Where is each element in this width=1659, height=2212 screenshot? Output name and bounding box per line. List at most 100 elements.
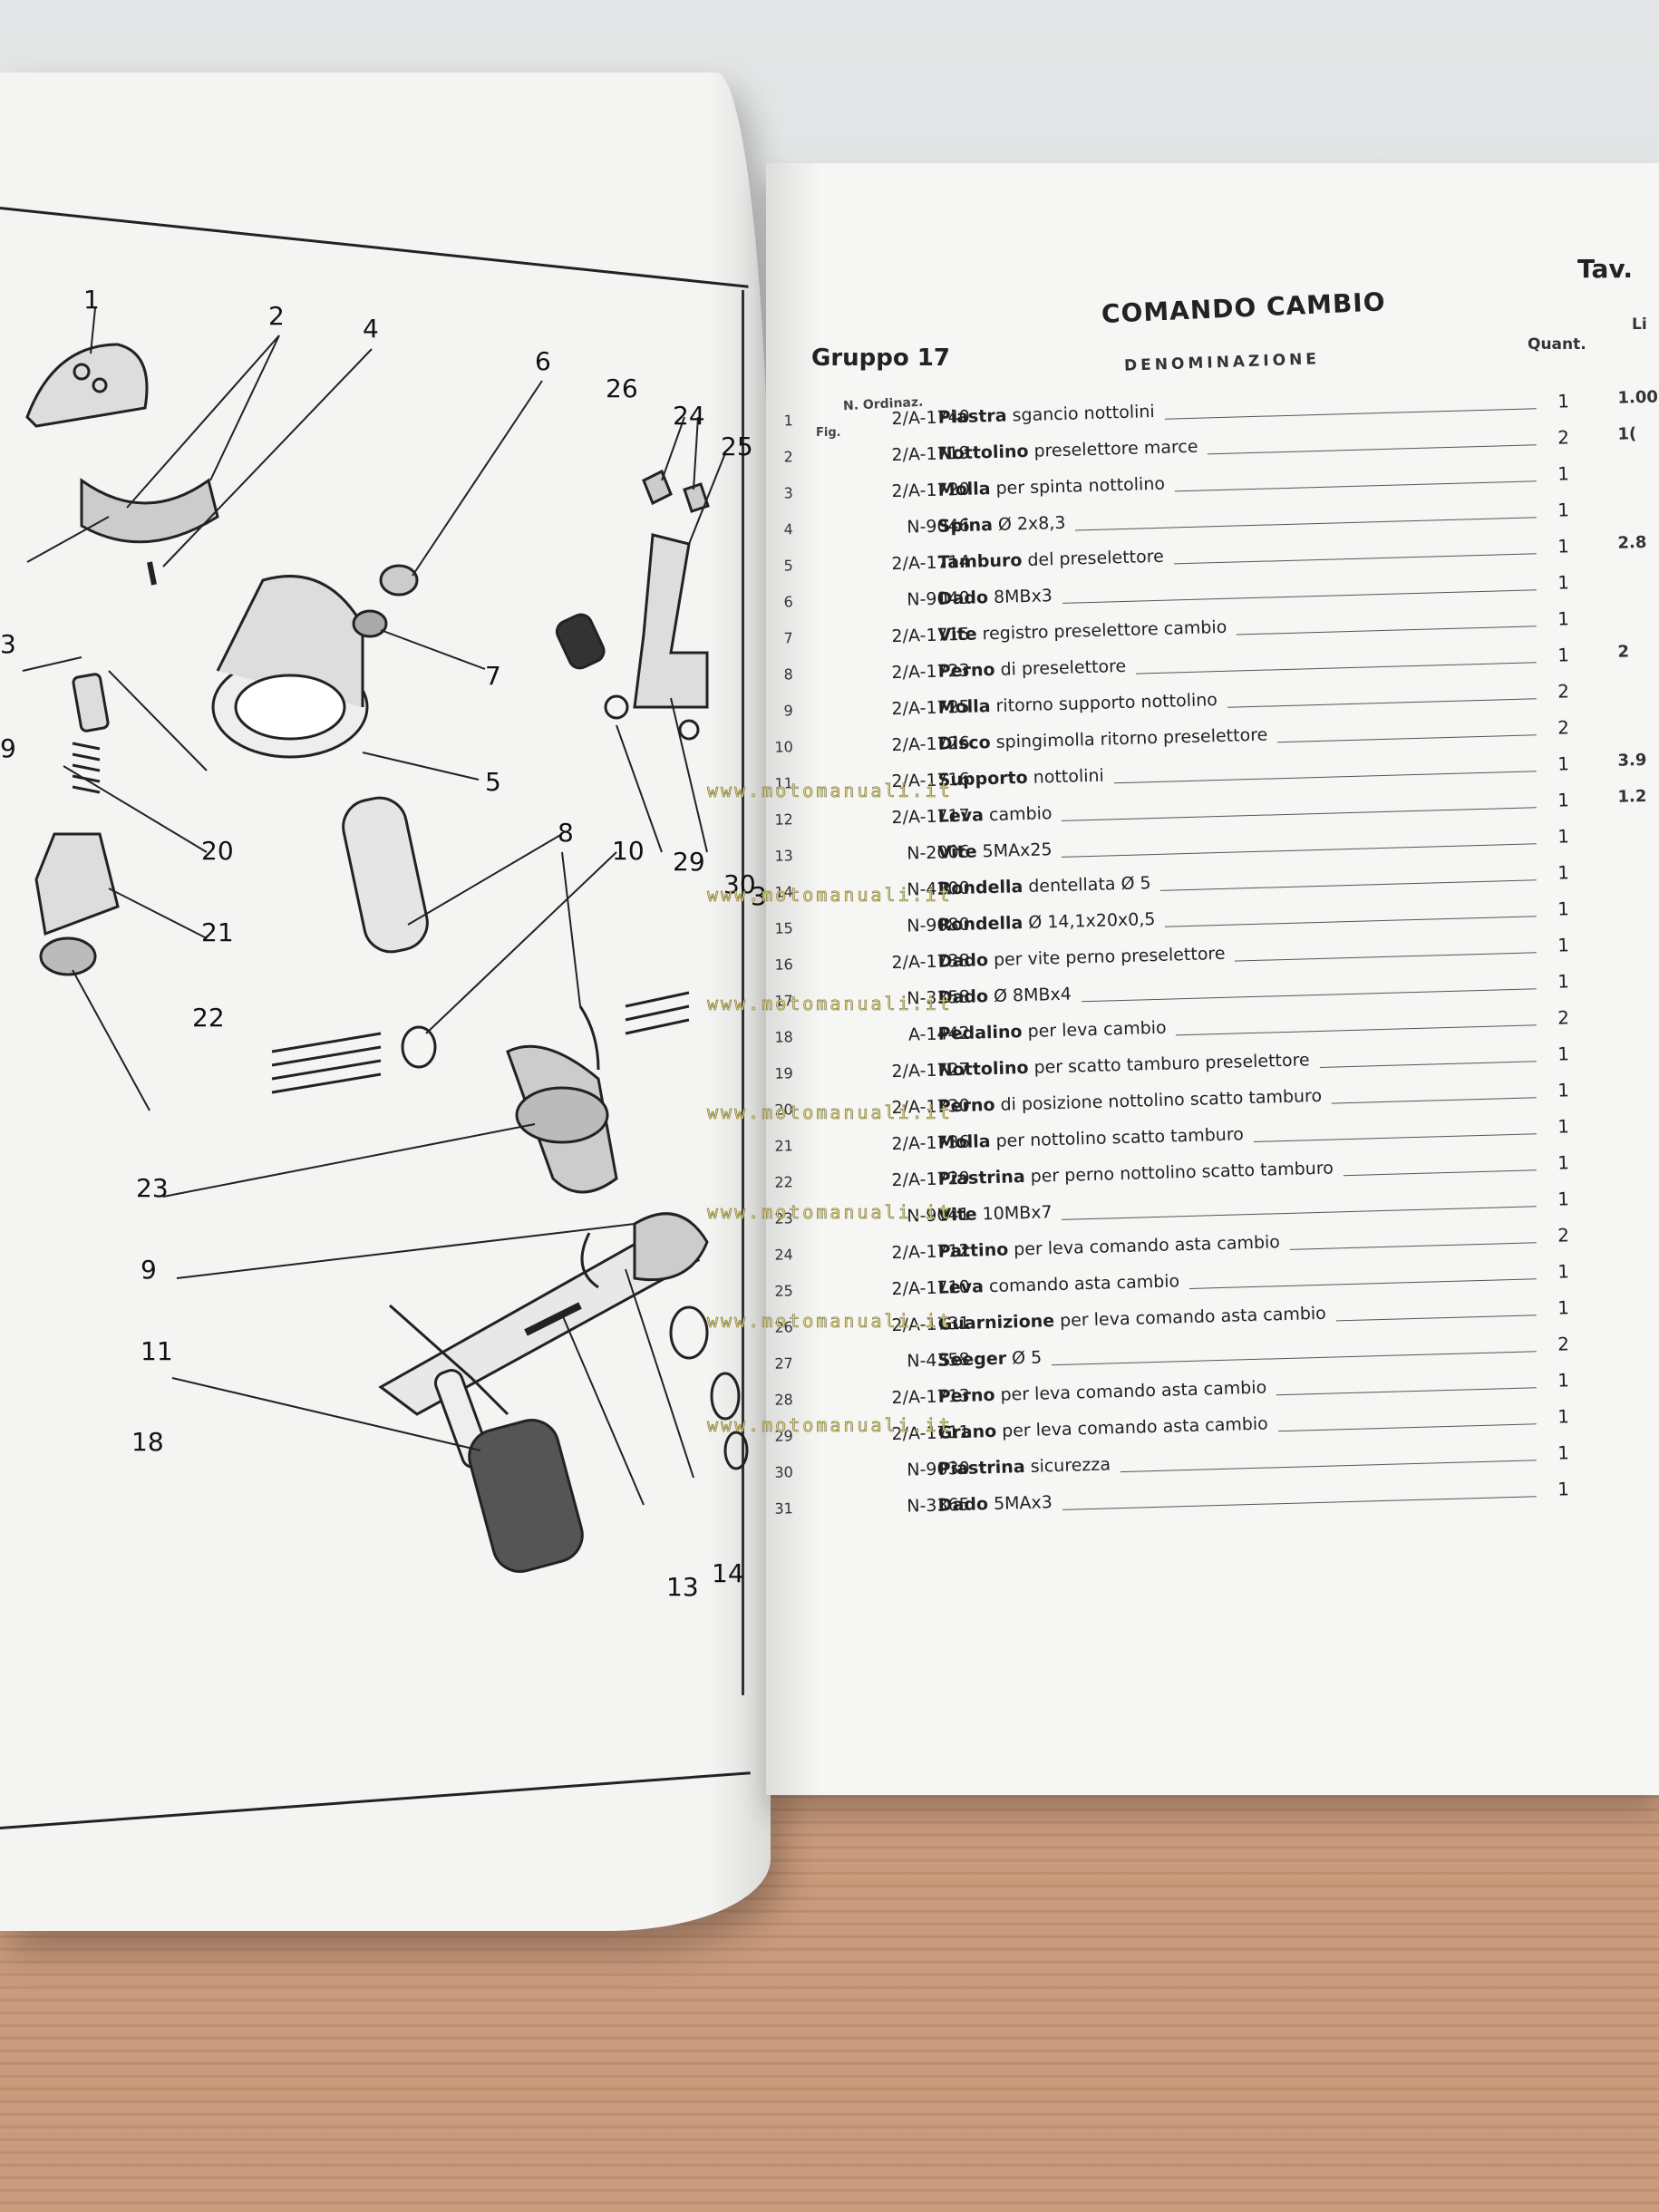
callout-21: 21 (201, 917, 234, 947)
row-part-name: Dado (937, 1494, 989, 1516)
row-part-name: Piastrina (937, 1167, 1025, 1189)
row-description: Rondella dentellata Ø 5 (937, 873, 1150, 899)
row-part-detail: Ø 2x8,3 (992, 512, 1066, 536)
row-quantity: 1 (1557, 1369, 1570, 1392)
row-part-name: Molla (937, 1131, 991, 1153)
row-fig: 6 (783, 593, 794, 611)
column-header-fig: Fig. (816, 426, 841, 440)
row-quantity: 2 (1557, 1224, 1570, 1247)
row-part-name: Nottolino (937, 1057, 1029, 1081)
row-part-name: Leva (937, 1276, 985, 1298)
row-part-detail: per spinta nottolino (990, 473, 1166, 500)
row-part-name: Disco (937, 732, 991, 754)
row-quantity: 1 (1557, 571, 1570, 594)
callout-6: 6 (535, 346, 551, 376)
row-quantity: 1 (1557, 390, 1570, 412)
row-leader-line (1164, 407, 1537, 420)
watermark-text: www.motomanuali.it (707, 884, 953, 907)
row-quantity: 1 (1557, 1296, 1570, 1319)
row-description: Spina Ø 2x8,3 (937, 513, 1065, 537)
row-leader-line (1062, 842, 1537, 858)
row-quantity: 1 (1557, 752, 1570, 775)
row-description: Rondella Ø 14,1x20x0,5 (937, 909, 1155, 936)
row-part-name: Nottolino (937, 441, 1029, 464)
left-page-diagram: 1 2 3 4 5 6 7 8 9 10 11 13 14 18 20 21 2… (0, 73, 771, 1931)
row-fig: 27 (774, 1354, 794, 1373)
row-part-detail: per perno nottolino scatto tamburo (1024, 1158, 1334, 1188)
row-quantity: 1 (1557, 1115, 1570, 1138)
callout-2: 2 (268, 301, 285, 331)
row-fig: 1 (783, 412, 794, 430)
row-quantity: 1 (1557, 934, 1570, 956)
row-leader-line (1176, 1024, 1537, 1036)
watermark-text: www.motomanuali.it (707, 993, 953, 1015)
row-quantity: 1 (1557, 1188, 1570, 1210)
callout-13: 13 (666, 1572, 699, 1602)
row-description: Piastrina per perno nottolino scatto tam… (937, 1159, 1334, 1189)
row-fig: 30 (774, 1463, 794, 1481)
row-description: Leva comando asta cambio (937, 1271, 1179, 1297)
row-part-detail: sicurezza (1024, 1454, 1111, 1478)
watermark-text: www.motomanuali.it (707, 1414, 953, 1437)
row-fig: 10 (774, 738, 794, 756)
row-part-name: Rondella (937, 913, 1024, 936)
row-description: Perno di preselettore (937, 656, 1126, 682)
watermark-text: www.motomanuali.it (707, 780, 953, 802)
row-leader-line (1062, 806, 1537, 821)
row-part-detail: registro preselettore cambio (976, 616, 1227, 645)
row-part-detail: nottolini (1027, 765, 1105, 788)
row-quantity: 1 (1557, 1478, 1570, 1500)
row-quantity: 1 (1557, 897, 1570, 920)
row-description: Perno di posizione nottolino scatto tamb… (937, 1086, 1322, 1117)
page-gutter-shadow (707, 73, 771, 1931)
row-fig: 24 (774, 1246, 794, 1264)
callout-26: 26 (606, 374, 638, 403)
row-quantity: 2 (1557, 1006, 1570, 1029)
row-quantity: 2 (1557, 426, 1570, 449)
row-fig: 25 (774, 1282, 794, 1300)
row-quantity: 1 (1557, 1043, 1570, 1065)
row-fig: 7 (783, 629, 794, 647)
row-quantity: 2 (1557, 716, 1570, 739)
row-fig: 8 (783, 665, 794, 684)
row-description: Pedalino per leva cambio (937, 1018, 1166, 1044)
row-fig: 3 (783, 484, 794, 502)
group-label: Gruppo 17 (811, 344, 950, 372)
callout-18: 18 (131, 1427, 164, 1457)
column-header-lire: Li (1632, 315, 1647, 334)
row-quantity: 1 (1557, 861, 1570, 884)
row-description: Molla ritorno supporto nottolino (937, 690, 1218, 718)
row-fig: 13 (774, 847, 794, 865)
row-description: Disco spingimolla ritorno preselettore (937, 725, 1267, 754)
row-leader-line (1113, 770, 1537, 784)
row-description: Leva cambio (937, 803, 1052, 827)
callout-3: 3 (0, 629, 16, 659)
row-part-detail: del preselettore (1022, 546, 1165, 571)
row-description: Perno per leva comando asta cambio (937, 1378, 1266, 1407)
row-description: Tamburo del preselettore (937, 547, 1164, 573)
row-part-name: Vite (937, 841, 977, 863)
row-description: Vite 5MAx25 (937, 839, 1052, 863)
tav-label: Tav. (1577, 254, 1633, 284)
row-part-detail: spingimolla ritorno preselettore (990, 724, 1268, 753)
row-fig: 2 (783, 448, 794, 466)
row-leader-line (1120, 1459, 1537, 1473)
row-part-detail: cambio (983, 803, 1053, 826)
row-quantity: 1 (1557, 1079, 1570, 1101)
callout-31: 31 (751, 881, 771, 911)
row-description: Dado per vite perno preselettore (937, 944, 1225, 972)
row-fig: 16 (774, 956, 794, 974)
row-leader-line (1277, 1422, 1537, 1432)
row-leader-line (1135, 661, 1537, 674)
row-leader-line (1319, 1060, 1537, 1068)
row-part-detail: Ø 8MBx4 (987, 984, 1072, 1007)
row-quantity: 1 (1557, 1441, 1570, 1464)
row-part-name: Dado (937, 587, 989, 609)
row-part-name: Piastra (937, 405, 1007, 428)
row-fig: 9 (783, 702, 794, 720)
row-part-detail: Ø 14,1x20x0,5 (1022, 909, 1156, 934)
row-price: 2 (1617, 642, 1630, 662)
callout-29: 29 (673, 847, 705, 877)
row-description: Piastra sgancio nottolini (937, 402, 1155, 428)
row-fig: 15 (774, 919, 794, 937)
